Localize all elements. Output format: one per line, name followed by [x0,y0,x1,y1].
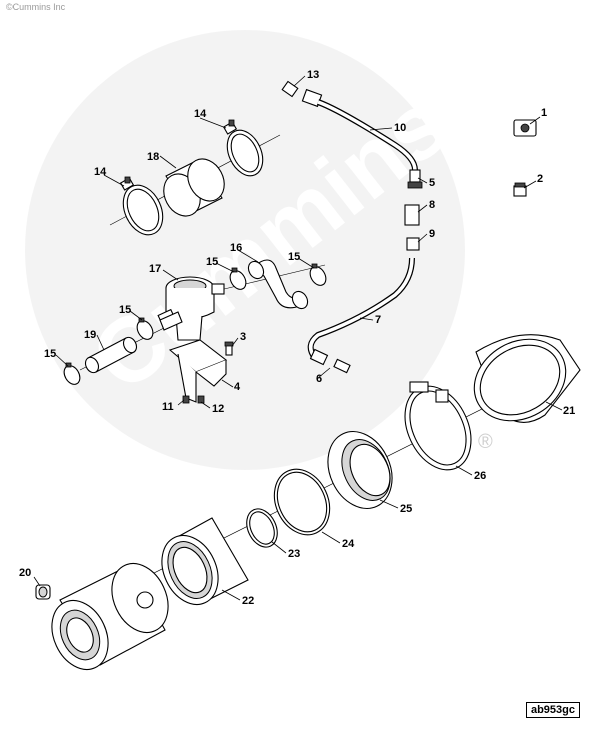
watermark-registered-mark: ® [478,431,493,453]
precleaner-cone-21 [473,334,581,423]
bracket-4 [168,339,228,403]
callout-9: 9 [429,228,435,240]
callout-20: 20 [19,567,31,579]
callout-13: 13 [307,69,319,81]
callout-18: 18 [147,151,159,163]
callout-25: 25 [400,503,412,515]
filter-element-22 [161,517,249,605]
callout-11: 11 [162,401,174,413]
callout-4: 4 [234,381,241,393]
sleeve-18 [163,158,225,217]
adapter-25 [327,431,393,509]
callout-23: 23 [288,548,300,560]
elbow-hose-16 [247,259,309,310]
nut-11 [182,395,190,404]
callout-6: 6 [316,373,322,385]
callout-16: 16 [230,242,242,254]
callout-2: 2 [537,173,543,185]
hose-clamp-14-left [119,176,164,236]
callout-15-a: 15 [206,256,218,268]
seal-23 [246,508,278,548]
callout-17: 17 [149,263,161,275]
callout-19: 19 [84,329,96,341]
breather-line-7 [307,257,415,360]
nut-2 [513,182,527,197]
callout-8: 8 [429,199,435,211]
watermark: Cummins [25,30,466,470]
callout-7: 7 [375,314,381,326]
callout-21: 21 [563,405,575,417]
bolt-3 [224,341,234,356]
fittings-5-8-9 [404,169,423,251]
breather-line-10 [316,99,418,171]
clamp-band-26 [404,381,472,471]
copyright-notice: ©Cummins Inc [6,2,66,12]
fitting-13 [281,80,323,108]
tube-19 [84,311,183,374]
callout-3: 3 [240,331,246,343]
callout-5: 5 [429,177,435,189]
leader-lines [33,75,563,601]
callout-14-lower: 14 [94,166,107,178]
callout-labels: 1 2 3 4 5 6 7 8 9 10 11 12 13 14 14 15 1… [19,69,575,607]
callout-24: 24 [342,538,355,550]
air-cleaner-housing [51,563,169,670]
nut-12 [197,395,205,404]
reference-code: ab953gc [525,702,580,718]
callout-15-c: 15 [119,304,131,316]
fitting-6 [309,348,351,374]
callout-22: 22 [242,595,254,607]
callout-15-d: 15 [44,348,56,360]
small-clamps-15 [63,263,327,385]
callout-15-b: 15 [288,251,300,263]
callout-1: 1 [541,107,547,119]
restriction-indicator-20 [35,584,51,600]
callout-12: 12 [212,403,224,415]
hose-clamp-14-right [222,119,264,177]
callout-10: 10 [394,122,406,134]
seal-24 [273,468,331,536]
callout-26: 26 [474,470,486,482]
breather-housing-17 [157,276,225,341]
callout-14-upper: 14 [194,108,207,120]
